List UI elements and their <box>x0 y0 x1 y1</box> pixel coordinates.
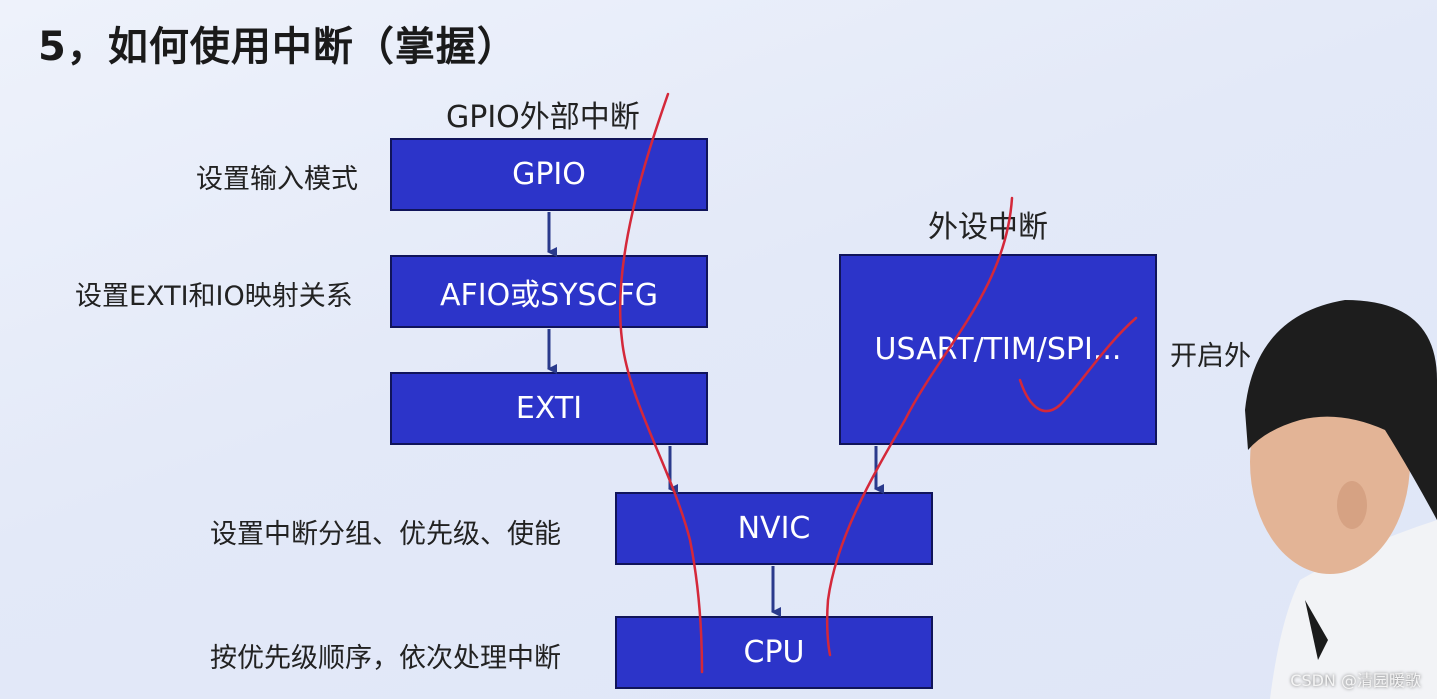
watermark: CSDN @清园暖歌 <box>1290 667 1421 691</box>
